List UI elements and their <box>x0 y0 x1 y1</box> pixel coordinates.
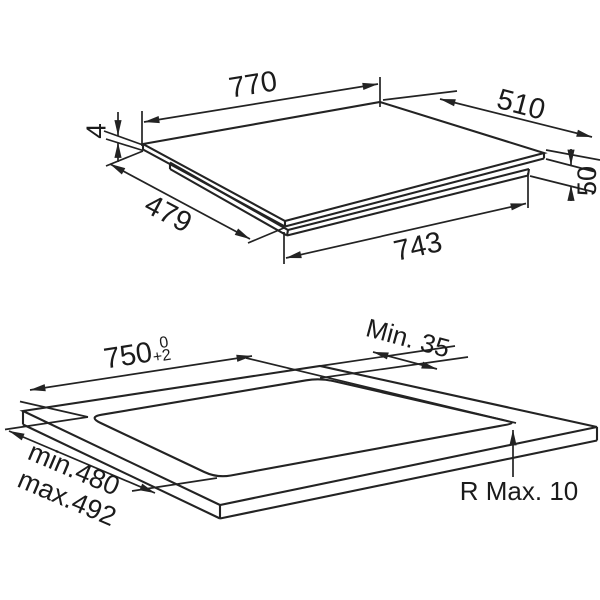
rear-clearance-dim-label: Min. 35 <box>363 312 453 363</box>
hob-glass-outline <box>139 100 548 228</box>
glass-thickness-dim-label: 4 <box>81 123 112 139</box>
cutout-width-tolerance-upper: 0 <box>158 334 170 352</box>
extension-line <box>247 226 286 244</box>
extension-line <box>4 416 89 431</box>
extension-line <box>245 357 517 424</box>
width-dim-label: 770 <box>227 65 280 104</box>
dim-depth-510: 510 <box>382 83 600 161</box>
dimension-line <box>8 430 156 494</box>
dimension-line <box>29 354 253 392</box>
dimension-line <box>143 82 379 124</box>
dim-base-height-50: 50 <box>529 149 600 201</box>
extension-line <box>545 149 600 161</box>
extension-line <box>545 158 595 173</box>
cutout-width-tolerance-lower: +2 <box>152 347 173 367</box>
dim-base-depth-479: 479 <box>105 150 286 244</box>
extension-line <box>19 400 89 418</box>
worktop-cutout-view: 750 0 +2 Min. 35 min.480 max.492 R Max. … <box>4 312 599 532</box>
extension-line <box>105 150 144 167</box>
dimension-line <box>109 163 251 240</box>
corner-radius-label: R Max. 10 <box>460 476 579 506</box>
glass-bottom-right-edge <box>284 157 545 228</box>
extension-line <box>103 130 144 146</box>
dim-corner-radius: R Max. 10 <box>460 429 579 506</box>
dim-glass-thickness-4: 4 <box>81 112 144 162</box>
base-bottom-right-edge <box>286 174 529 237</box>
base-top-right-edge <box>287 167 530 232</box>
dimension-line <box>439 98 593 138</box>
dim-cutout-depth-480-492: min.480 max.492 <box>4 416 218 532</box>
worktop-bottom-right-edge <box>219 439 598 520</box>
dim-width-770: 770 <box>141 65 381 146</box>
dimension-line <box>285 202 527 259</box>
cutout-width-dim-label: 750 <box>102 336 155 375</box>
cutout-opening <box>93 378 513 478</box>
dim-base-width-743: 743 <box>283 173 529 268</box>
extension-line <box>105 138 144 152</box>
depth-dim-label: 510 <box>493 83 548 126</box>
base-height-dim-label: 50 <box>572 166 600 196</box>
base-depth-dim-label: 479 <box>139 189 197 240</box>
extension-line <box>382 90 458 101</box>
cutout-opening-outline <box>93 378 513 478</box>
hob-product-view: 770 510 4 479 50 <box>81 65 600 268</box>
dim-rear-clearance-min35: Min. 35 <box>319 312 469 379</box>
dimension-line <box>372 351 438 370</box>
extension-line <box>529 175 595 193</box>
dim-cutout-width-750: 750 0 +2 <box>19 334 517 424</box>
glass-top-face <box>139 100 548 223</box>
